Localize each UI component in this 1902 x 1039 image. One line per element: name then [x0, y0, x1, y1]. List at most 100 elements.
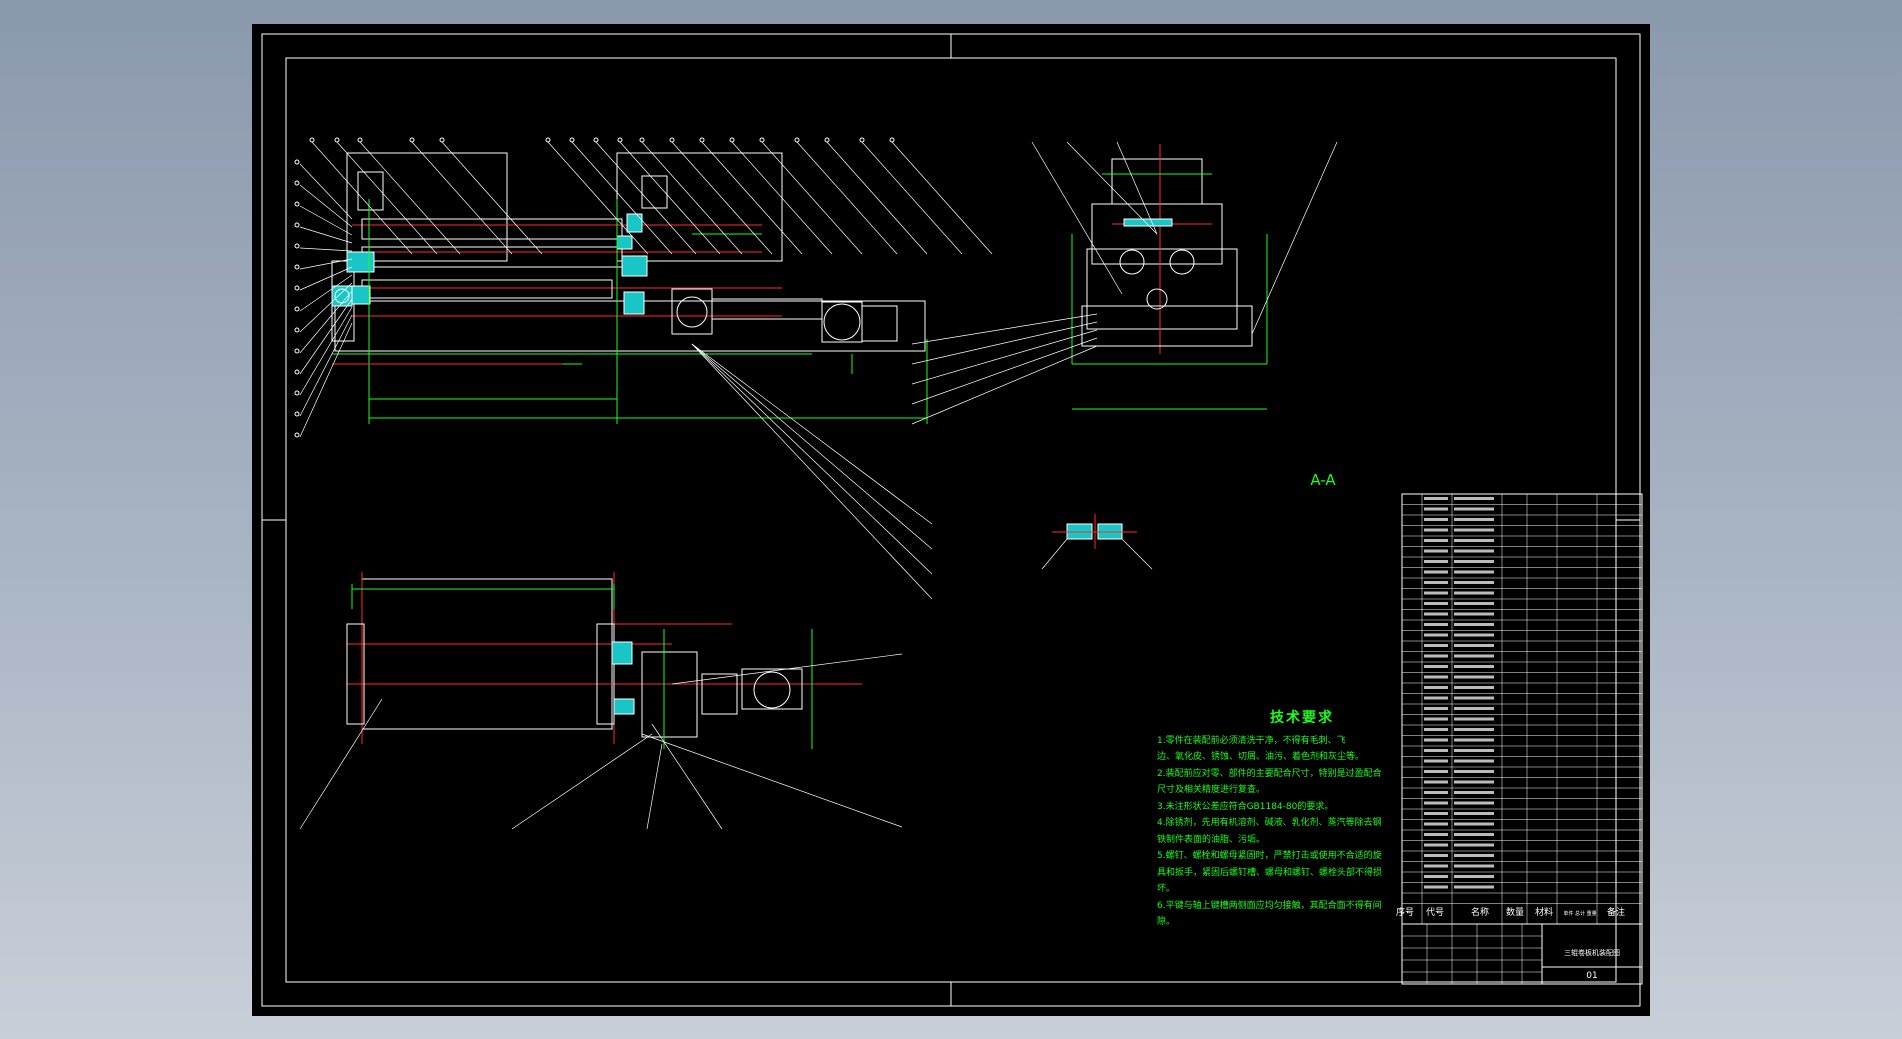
leader-line [911, 313, 1098, 345]
leader-line [299, 698, 383, 830]
technical-requirements: 技术要求 1.零件在装配前必须清洗干净，不得有毛刺、飞 边、氧化皮、锈蚀、切屑、… [1157, 710, 1447, 931]
leader-line [411, 141, 513, 255]
section-hatch [346, 251, 375, 273]
section-hatch [1123, 218, 1173, 227]
leader-line [671, 653, 903, 685]
bom-cell-text [1454, 528, 1494, 532]
bom-col-weight: 单件 总计 重量 [1563, 910, 1596, 917]
bom-cell-text [1424, 728, 1448, 731]
bom-cell-text [1454, 738, 1494, 742]
balloon-marker [824, 137, 830, 143]
bom-cell-text [1424, 696, 1448, 700]
bom-cell-text [1424, 801, 1448, 805]
bom-cell-text [1454, 707, 1494, 710]
bom-cell-text [1454, 885, 1494, 889]
assembly-drawing: A-A 序号 代号 名称 数量 材料 单件 总计 重量 备注 三辊卷板机装配图 … [261, 33, 1643, 1007]
bom-cell-text [1424, 791, 1448, 794]
balloon-marker [759, 137, 765, 143]
leader-line [701, 141, 803, 255]
leader-line [826, 141, 928, 255]
bom-cell-text [1424, 675, 1448, 679]
bom-cell-text [1424, 885, 1448, 889]
bom-cell-text [1424, 833, 1448, 836]
requirement-line: 4.除锈剂，先用有机溶剂、碱液、乳化剂、蒸汽等除去钢 [1157, 818, 1382, 828]
requirement-line: 2.装配前应对零、部件的主要配合尺寸，特别是过盈配合 [1157, 768, 1382, 779]
balloon-marker [409, 137, 415, 143]
balloon-marker [294, 348, 300, 354]
leader-line [547, 141, 649, 255]
leader-line [691, 343, 933, 600]
bom-cell-text [1424, 654, 1448, 658]
balloon-marker [617, 137, 623, 143]
bom-cell-text [1424, 528, 1448, 532]
balloon-marker [294, 306, 300, 312]
balloon-marker [569, 137, 575, 143]
bom-cell-text [1424, 633, 1448, 637]
bom-cell-text [1424, 707, 1448, 710]
balloon-marker [294, 285, 300, 291]
balloon-marker [545, 137, 551, 143]
balloon-marker [294, 390, 300, 396]
leader-line [911, 345, 1098, 425]
leader-line [796, 141, 898, 255]
balloon-marker [294, 243, 300, 249]
bom-col-code: 代号 [1426, 907, 1444, 918]
bom-cell-text [1454, 864, 1494, 868]
bom-col-name: 名称 [1471, 906, 1489, 918]
leader-line [299, 322, 353, 438]
balloon-marker [439, 137, 445, 143]
leader-line [299, 290, 353, 354]
balloon-marker [294, 264, 300, 270]
outline-circle [1119, 249, 1145, 275]
leader-line [299, 314, 353, 417]
title-block: 三辊卷板机装配图 01 [1401, 923, 1643, 985]
bom-cell-text [1454, 717, 1494, 721]
outline-rect [596, 623, 615, 725]
leader-line [299, 274, 353, 312]
front-view [294, 137, 993, 600]
balloon-marker [729, 137, 735, 143]
balloon-marker [859, 137, 865, 143]
balloon-marker [294, 369, 300, 375]
bom-cell-text [1424, 591, 1448, 595]
leader-line [299, 205, 353, 236]
balloon-marker [699, 137, 705, 143]
outline-rect [361, 578, 613, 730]
leader-line [299, 298, 353, 375]
leader-line [891, 141, 993, 255]
parts-list-table: 序号 代号 名称 数量 材料 单件 总计 重量 备注 [1396, 493, 1643, 925]
plan-view [299, 572, 903, 830]
section-hatch [611, 641, 633, 665]
bom-cell-text [1454, 570, 1494, 574]
bom-cell-text [1424, 864, 1448, 868]
section-hatch [626, 213, 643, 233]
bom-cell-text [1454, 549, 1494, 553]
balloon-marker [294, 327, 300, 333]
requirement-line: 3.未注形状公差应符合GB1184-80的要求。 [1157, 801, 1334, 812]
bom-cell-text [1454, 770, 1494, 773]
bom-cell-text [1454, 812, 1494, 815]
balloon-marker [334, 137, 340, 143]
section-hatch [621, 255, 648, 277]
bom-cell-text [1424, 665, 1448, 668]
leader-line [761, 141, 863, 255]
bom-cell-text [1454, 507, 1494, 511]
leader-line [299, 247, 353, 252]
leader-line [299, 258, 353, 270]
leader-line [911, 321, 1098, 365]
bom-cell-text [1424, 822, 1448, 826]
bom-cell-text [1424, 518, 1448, 521]
balloon-marker [294, 201, 300, 207]
outline-circle [676, 296, 708, 328]
outline-circle [1146, 288, 1168, 310]
requirement-line: 边、氧化皮、锈蚀、切屑、油污、着色剂和灰尘等。 [1157, 752, 1365, 762]
leader-line [651, 723, 723, 830]
leader-line [691, 343, 933, 525]
bom-cell-text [1454, 612, 1494, 616]
bom-cell-text [1454, 665, 1494, 668]
leader-line [511, 733, 653, 830]
outline-rect [821, 301, 863, 343]
bom-cell-text [1454, 591, 1494, 595]
leader-line [691, 343, 933, 550]
